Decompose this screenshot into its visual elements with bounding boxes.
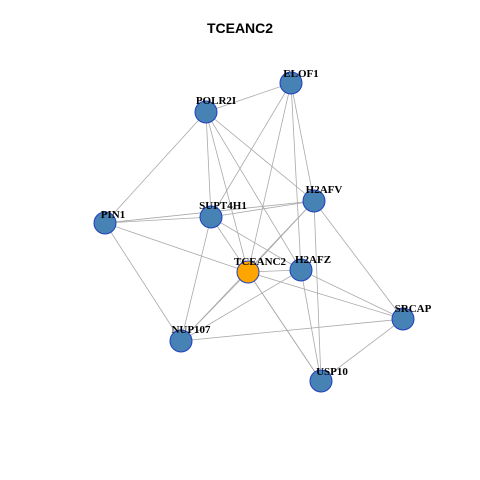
node-label-tceanc2: TCEANC2 [234, 256, 286, 268]
node-elof1[interactable] [279, 71, 303, 95]
node-supt4h1[interactable] [199, 205, 223, 229]
node-nup107[interactable] [169, 329, 193, 353]
node-h2afv[interactable] [302, 189, 326, 213]
edge-h2afz-srcap [300, 269, 404, 320]
node-pin1[interactable] [93, 211, 117, 235]
node-polr2i[interactable] [194, 100, 218, 124]
edge-h2afz-usp10 [300, 269, 322, 382]
edge-polr2i-h2afv [205, 111, 315, 202]
edge-polr2i-supt4h1 [205, 111, 212, 218]
edge-layer [104, 82, 404, 382]
edge-pin1-supt4h1 [104, 216, 212, 224]
edge-h2afz-nup107 [180, 269, 302, 342]
edge-tceanc2-nup107 [180, 271, 249, 342]
node-usp10[interactable] [309, 369, 333, 393]
node-label-elof1: ELOF1 [283, 68, 318, 80]
node-label-usp10: USP10 [316, 366, 348, 378]
edge-pin1-tceanc2 [104, 222, 249, 273]
edge-tceanc2-srcap [247, 271, 404, 320]
node-label-h2afv: H2AFV [306, 184, 343, 196]
edge-polr2i-tceanc2 [205, 111, 249, 273]
node-srcap[interactable] [391, 307, 415, 331]
diagram-title: TCEANC2 [206, 20, 274, 36]
edge-h2afv-usp10 [313, 200, 322, 382]
edge-polr2i-pin1 [104, 111, 207, 224]
edge-tceanc2-usp10 [247, 271, 322, 382]
edge-elof1-h2afv [290, 82, 315, 202]
node-label-pin1: PIN1 [101, 209, 125, 221]
edge-supt4h1-nup107 [180, 216, 212, 342]
edge-pin1-nup107 [104, 222, 182, 342]
node-tceanc2[interactable] [236, 260, 260, 284]
node-layer [93, 71, 415, 393]
node-h2afz[interactable] [289, 258, 313, 282]
node-label-supt4h1: SUPT4H1 [199, 200, 247, 212]
edge-nup107-srcap [180, 318, 404, 342]
node-label-polr2i: POLR2I [196, 95, 236, 107]
node-label-nup107: NUP107 [171, 324, 211, 336]
edge-polr2i-h2afz [205, 111, 302, 271]
edge-polr2i-elof1 [205, 82, 292, 113]
edge-elof1-tceanc2 [247, 82, 292, 273]
edge-elof1-h2afz [290, 82, 302, 271]
edge-supt4h1-h2afv [210, 200, 315, 218]
node-label-srcap: SRCAP [395, 303, 432, 315]
edge-elof1-supt4h1 [210, 82, 292, 218]
edge-supt4h1-h2afz [210, 216, 302, 271]
node-label-h2afz: H2AFZ [295, 254, 331, 266]
edge-srcap-usp10 [320, 318, 404, 382]
edge-h2afv-srcap [313, 200, 404, 320]
